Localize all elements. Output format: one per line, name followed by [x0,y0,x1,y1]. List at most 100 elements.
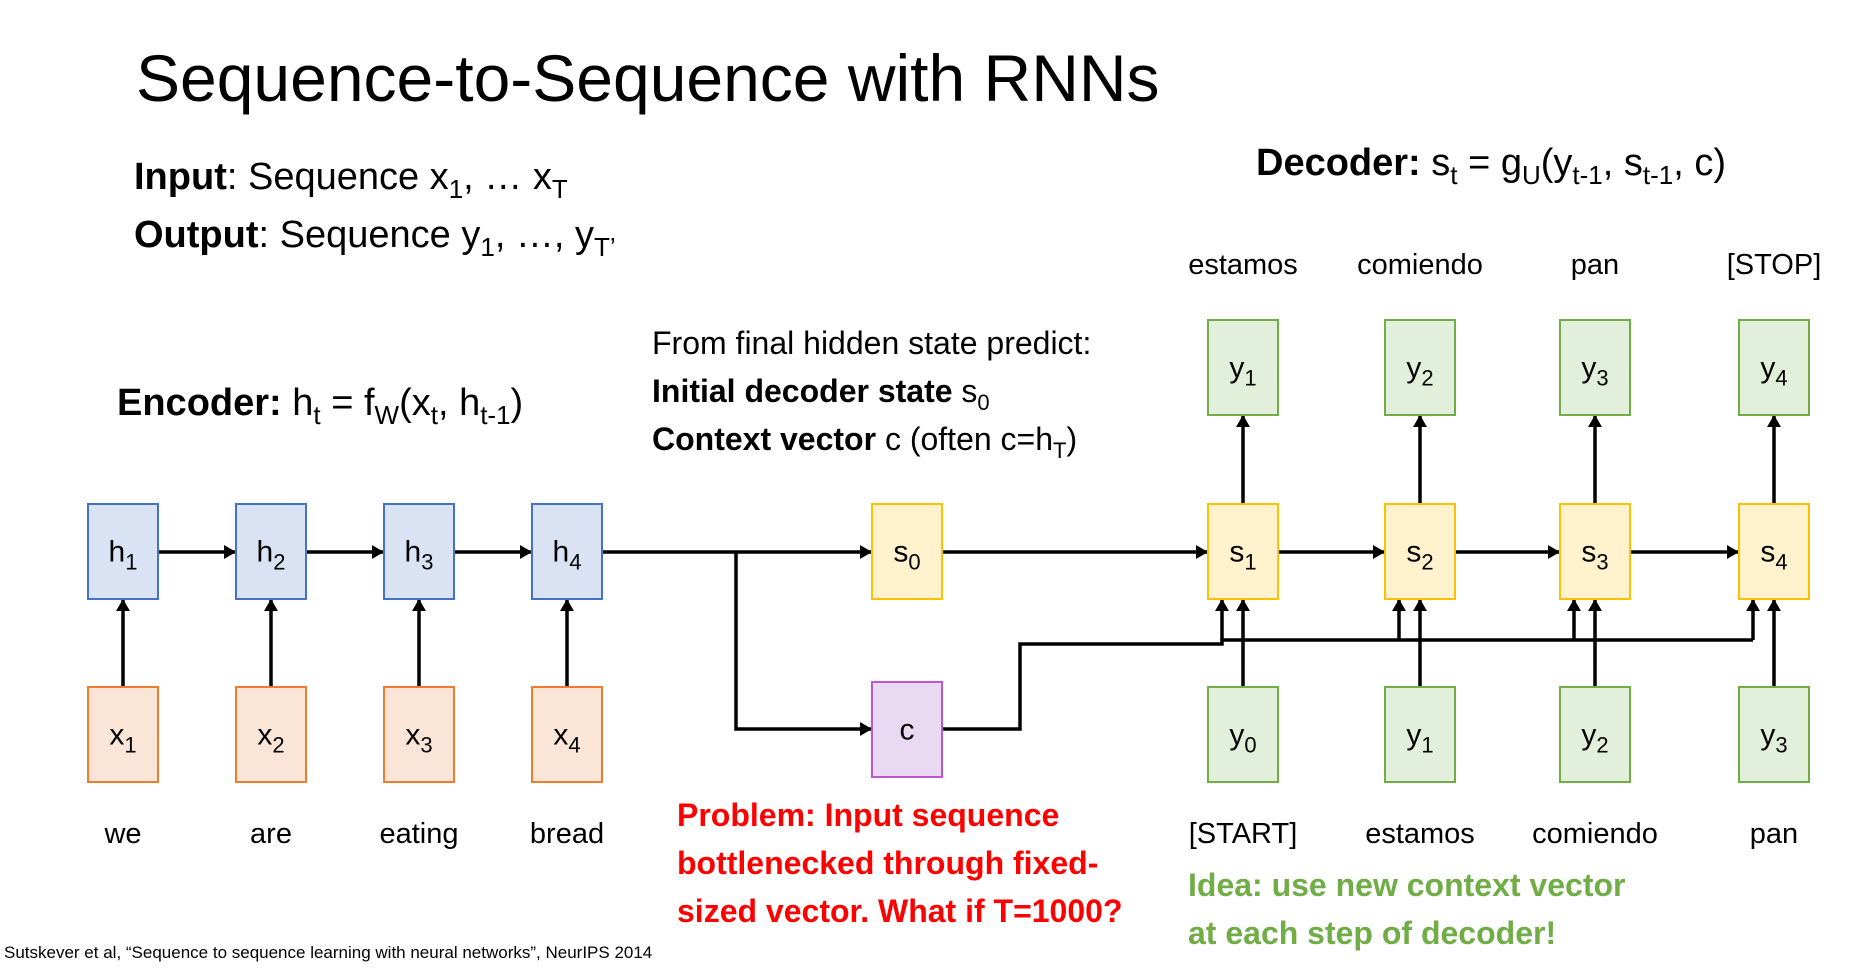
eq-part: = f [321,382,375,424]
eq-part: , s [1603,142,1643,184]
input-sub: 1 [449,174,463,204]
output-y3: y3 [1559,319,1631,416]
output-y2: y2 [1384,319,1456,416]
decoder-input-y1: y1 [1384,686,1456,783]
nodes: h1x1weh2x2areh3x3eatingh4x4breads0cs1y1y… [87,249,1822,850]
eq-part: = g [1458,142,1522,184]
decoder-state-s2-box [1384,503,1456,600]
note-close: ) [1066,421,1077,457]
decoder-state-s2: s2 [1384,503,1456,600]
input-x2: x2 [235,686,307,783]
decoder-equation: Decoder: st = gU(yt-1, st-1, c) [1256,142,1726,190]
decoder-state-s2-label: s2 [1406,536,1433,575]
h4-to-c-arrow [734,552,872,736]
input-x4-label: x4 [553,719,580,758]
decoder-state-s4-box [1738,503,1810,600]
context-vector-c-box [871,681,943,778]
input-x1-box [87,686,159,783]
citation-footnote: Sutskever et al, “Sequence to sequence l… [4,943,652,962]
decoder-state-s3: s3 [1559,503,1631,600]
predict-note-line1: From final hidden state predict: [652,325,1091,361]
output-label: Output [134,214,259,256]
output-y1-label: y1 [1229,352,1256,391]
output-y1-box [1207,319,1279,416]
hidden-state-h3-box [383,503,455,600]
eq-part: (x [399,382,431,424]
eq-sub: t-1 [1572,160,1602,190]
decoder-input-y1-box [1384,686,1456,783]
hidden-state-h4-box [531,503,603,600]
note-var: s [953,373,978,409]
input-x3: x3 [383,686,455,783]
input-mid: , … x [463,156,552,198]
decoder-input-y2: y2 [1559,686,1631,783]
decoder-input-word: comiendo [1532,818,1658,850]
input-text: : Sequence x [227,156,449,198]
input-word: eating [379,818,458,850]
decoder-state-s3-label: s3 [1581,536,1608,575]
decoder-input-word: [START] [1189,818,1298,850]
hidden-state-h4-label: h4 [553,536,582,575]
input-sub-t: T [552,174,568,204]
hidden-state-h1-label: h1 [109,536,138,575]
input-word: we [103,818,141,850]
input-x2-label: x2 [257,719,284,758]
input-label: Input [134,156,227,198]
hidden-state-h2-label: h2 [257,536,286,575]
eq-part: , h [438,382,480,424]
decoder-state-s4: s4 [1738,503,1810,600]
eq-part: (y [1541,142,1573,184]
output-y3-box [1559,319,1631,416]
decoder-input-y2-box [1559,686,1631,783]
decoder-input-y2-label: y2 [1581,719,1608,758]
output-y4-box [1738,319,1810,416]
input-x1: x1 [87,686,159,783]
decoder-initial-state-s0: s0 [871,503,943,600]
output-sub-t: T’ [594,232,616,262]
decoder-state-s1-box [1207,503,1279,600]
note-bold: Initial decoder state [652,373,953,409]
hidden-state-h4: h4 [531,503,603,600]
context-vector-c-label: c [900,714,915,747]
hidden-state-h3: h3 [383,503,455,600]
decoder-input-word: estamos [1365,818,1475,850]
eq-sub: t [431,400,439,430]
edges [116,415,1781,736]
problem-line2: bottlenecked through fixed- [677,845,1098,881]
encoder-equation: Encoder: ht = fW(xt, ht-1) [117,382,523,430]
input-x1-label: x1 [109,719,136,758]
hidden-state-h2-box [235,503,307,600]
eq-part: h [282,382,314,424]
decoder-initial-state-s0-label: s0 [893,536,920,575]
input-x4: x4 [531,686,603,783]
output-mid: , …, y [495,214,594,256]
output-y3-label: y3 [1581,352,1608,391]
input-x3-box [383,686,455,783]
decoder-input-y3-box [1738,686,1810,783]
eq-sub: t-1 [480,400,510,430]
decoder-input-y0: y0 [1207,686,1279,783]
eq-part: s [1421,142,1451,184]
decoder-initial-state-s0-box [871,503,943,600]
output-description: Output: Sequence y1, …, yT’ [134,214,616,262]
output-word: estamos [1188,249,1298,281]
problem-line3: sized vector. What if T=1000? [677,893,1122,929]
output-word: [STOP] [1727,249,1822,281]
encoder-label: Encoder: [117,382,282,424]
idea-line1: Idea: use new context vector [1188,867,1625,903]
predict-note-line3: Context vector c (often c=hT) [652,421,1077,463]
output-text: : Sequence y [259,214,481,256]
eq-sub: U [1522,160,1541,190]
slide-title: Sequence-to-Sequence with RNNs [136,41,1160,115]
decoder-input-y3-label: y3 [1760,719,1787,758]
input-x4-box [531,686,603,783]
decoder-input-y1-label: y1 [1406,719,1433,758]
input-description: Input: Sequence x1, … xT [134,156,568,204]
output-y4: y4 [1738,319,1810,416]
input-x3-label: x3 [405,719,432,758]
note-rest: c (often c=h [876,421,1053,457]
output-y1: y1 [1207,319,1279,416]
decoder-state-s1-label: s1 [1229,536,1256,575]
hidden-state-h3-label: h3 [405,536,434,575]
